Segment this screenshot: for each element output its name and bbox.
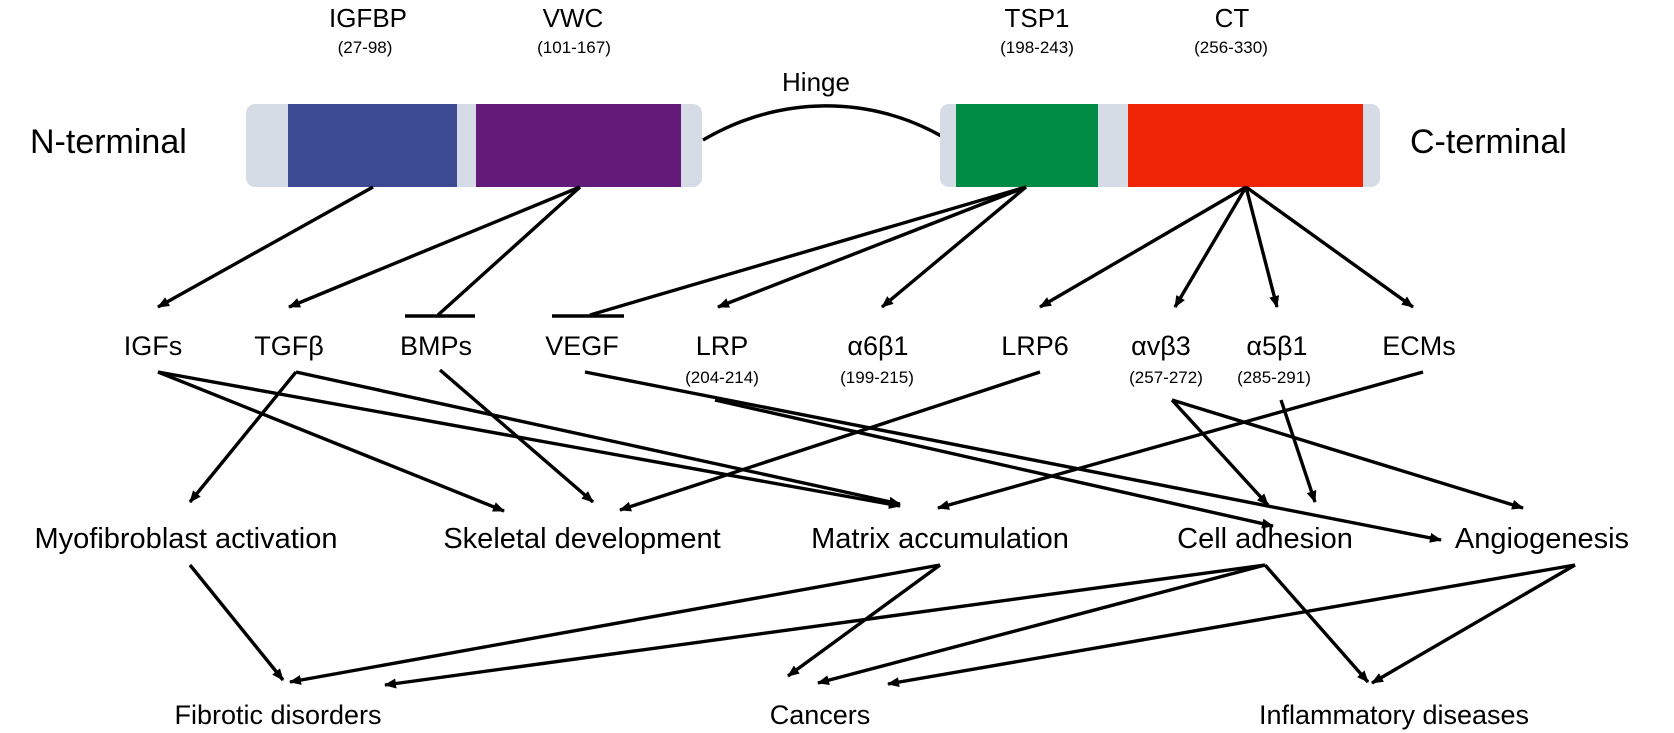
target-tgfb: TGFβ	[254, 331, 324, 361]
edge-ct-a5b1	[1244, 186, 1280, 308]
edge-igfs-skeletal	[157, 370, 505, 513]
target-lrp6: LRP6	[1001, 331, 1069, 361]
hinge-curve	[702, 104, 944, 142]
edge-angiogenesis-inflammatory	[1371, 563, 1576, 685]
domain-label-ct: CT	[1215, 3, 1250, 33]
edge-ct-ecms	[1245, 185, 1414, 309]
edge-cell-adhesion-fibrotic	[384, 563, 1266, 689]
domain-block-ct	[1128, 104, 1363, 187]
domain-block-vwc	[476, 104, 681, 187]
edge-igfs-matrix	[157, 370, 901, 509]
domain-range-ct: (256-330)	[1194, 38, 1268, 57]
domain-range-vwc: (101-167)	[537, 38, 611, 57]
target-avb3-range: (257-272)	[1129, 368, 1203, 387]
edge-tgfb-myofibroblast	[188, 370, 298, 504]
edge-lrp-cell-adhesion	[714, 398, 1274, 529]
target-a6b1: α6β1	[847, 331, 908, 361]
target-avb3: αvβ3	[1131, 331, 1191, 361]
edge-tsp1-vegf-inhibit	[589, 185, 1027, 317]
edge-tgfb-matrix	[295, 370, 901, 507]
edge-vwc-bmps-inhibit	[436, 185, 582, 317]
edge-cell-adhesion-inflammatory	[1263, 563, 1370, 684]
target-lrp-range: (204-214)	[685, 368, 759, 387]
c-terminal-label: C-terminal	[1410, 123, 1567, 161]
process-angiogenesis: Angiogenesis	[1455, 523, 1629, 555]
edge-lrp6-skeletal	[619, 370, 1041, 512]
edge-myofibroblast-fibrotic	[188, 563, 285, 682]
edge-vegf-angiogenesis	[584, 370, 1442, 543]
edge-cell-adhesion-cancers	[817, 563, 1266, 686]
domain-label-igfbp: IGFBP	[329, 3, 407, 33]
target-a5b1-range: (285-291)	[1237, 368, 1311, 387]
domain-range-igfbp: (27-98)	[338, 38, 393, 57]
domain-range-tsp1: (198-243)	[1000, 38, 1074, 57]
hinge-label: Hinge	[782, 67, 850, 97]
edge-bmps-skeletal	[438, 368, 595, 504]
target-a6b1-range: (199-215)	[840, 368, 914, 387]
edge-avb3-cell-adhesion	[1170, 398, 1270, 507]
edge-tsp1-a6b1	[880, 185, 1028, 309]
edge-tsp1-lrp	[717, 185, 1027, 309]
process-cell-adhesion: Cell adhesion	[1177, 523, 1353, 555]
target-lrp: LRP	[696, 331, 749, 361]
n-terminal-label: N-terminal	[30, 123, 187, 161]
domain-block-tsp1	[956, 104, 1098, 187]
domain-label-vwc: VWC	[543, 3, 604, 33]
target-igfs: IGFs	[124, 331, 183, 361]
disease-cancers: Cancers	[770, 700, 871, 730]
edge-avb3-angiogenesis	[1171, 398, 1524, 510]
edge-igfbp-igfs	[157, 185, 374, 309]
process-skeletal-development: Skeletal development	[443, 523, 720, 555]
process-myofibroblast-activation: Myofibroblast activation	[34, 523, 337, 555]
domain-block-igfbp	[288, 104, 457, 187]
edge-matrix-fibrotic	[289, 563, 941, 685]
edge-a5b1-cell-adhesion	[1279, 399, 1317, 503]
target-a5b1: α5β1	[1246, 331, 1307, 361]
edge-ct-avb3	[1173, 186, 1248, 308]
disease-inflammatory-diseases: Inflammatory diseases	[1259, 700, 1529, 730]
edge-ecms-matrix	[937, 370, 1424, 510]
process-matrix-accumulation: Matrix accumulation	[811, 523, 1069, 555]
disease-fibrotic-disorders: Fibrotic disorders	[174, 700, 381, 730]
target-ecms: ECMs	[1382, 331, 1456, 361]
edge-vwc-tgfb	[288, 185, 581, 309]
target-bmps: BMPs	[400, 331, 472, 361]
edge-angiogenesis-cancers	[887, 563, 1576, 688]
target-vegf: VEGF	[545, 331, 619, 361]
edge-ct-lrp6	[1039, 185, 1247, 309]
domain-label-tsp1: TSP1	[1004, 3, 1069, 33]
